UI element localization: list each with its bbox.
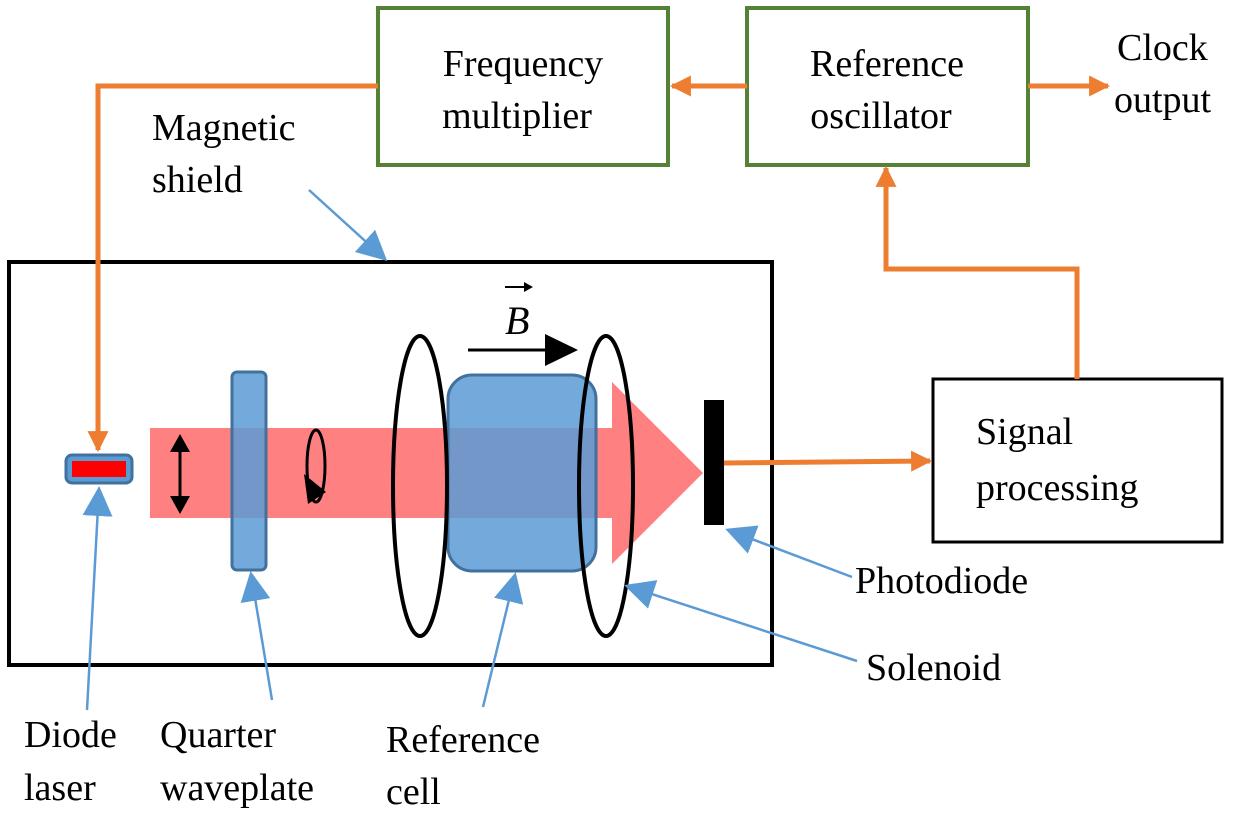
photodiode bbox=[704, 400, 724, 525]
magnetic-shield-label-1: Magnetic bbox=[152, 107, 296, 149]
circular-polarization-arrowhead bbox=[304, 474, 326, 504]
magnetic-field-symbol: B bbox=[505, 298, 529, 343]
diode-laser-pointer bbox=[82, 486, 113, 711]
multiplier-to-laser-arrow bbox=[87, 83, 378, 453]
quarter-waveplate-label-1: Quarter bbox=[160, 714, 276, 756]
photodiode-to-signal-arrow bbox=[723, 450, 933, 472]
circular-polarization-icon bbox=[305, 428, 327, 504]
reference-oscillator-label-1: Reference bbox=[810, 43, 964, 85]
reference-cell bbox=[446, 373, 598, 573]
laser-beam bbox=[150, 382, 703, 564]
vector-bar-arrowhead bbox=[524, 282, 533, 292]
reference-cell-label-1: Reference bbox=[386, 719, 540, 761]
frequency-multiplier-block bbox=[376, 6, 670, 167]
solenoid-pointer bbox=[624, 580, 858, 663]
magnetic-shield-label-2: shield bbox=[152, 159, 243, 201]
diode-laser-emitter bbox=[72, 461, 126, 477]
quarter-waveplate-label-2: waveplate bbox=[160, 767, 314, 809]
diode-laser-label-2: laser bbox=[24, 767, 96, 809]
photodiode-label: Photodiode bbox=[855, 560, 1028, 602]
solenoid-coil-right bbox=[577, 334, 635, 638]
reference-oscillator-label-2: oscillator bbox=[810, 95, 952, 137]
signal-processing-label-2: processing bbox=[976, 467, 1139, 509]
reference-cell-pointer bbox=[481, 572, 524, 708]
magnetic-shield-pointer bbox=[308, 189, 388, 262]
photodiode-pointer bbox=[725, 525, 853, 579]
reference-cell-label-2: cell bbox=[386, 771, 441, 813]
clock-output-label-1: Clock bbox=[1117, 27, 1208, 69]
signal-processing-block bbox=[931, 377, 1224, 544]
quarter-waveplate bbox=[230, 370, 268, 572]
frequency-multiplier-label-2: multiplier bbox=[442, 95, 592, 137]
solenoid-coil-left bbox=[391, 334, 449, 638]
polarization-arrow-up bbox=[170, 434, 190, 452]
solenoid-label: Solenoid bbox=[866, 647, 1001, 689]
reference-oscillator-block bbox=[745, 6, 1030, 167]
frequency-multiplier-label-1: Frequency bbox=[443, 43, 603, 85]
quarter-waveplate-pointer bbox=[240, 571, 274, 701]
signal-to-oscillator-arrow bbox=[875, 165, 1080, 379]
clock-output-label-2: output bbox=[1114, 79, 1212, 121]
polarization-arrow-down bbox=[170, 496, 190, 514]
diode-laser-label-1: Diode bbox=[24, 714, 117, 756]
magnetic-field-arrowhead bbox=[545, 334, 578, 366]
signal-processing-label-1: Signal bbox=[976, 411, 1073, 453]
